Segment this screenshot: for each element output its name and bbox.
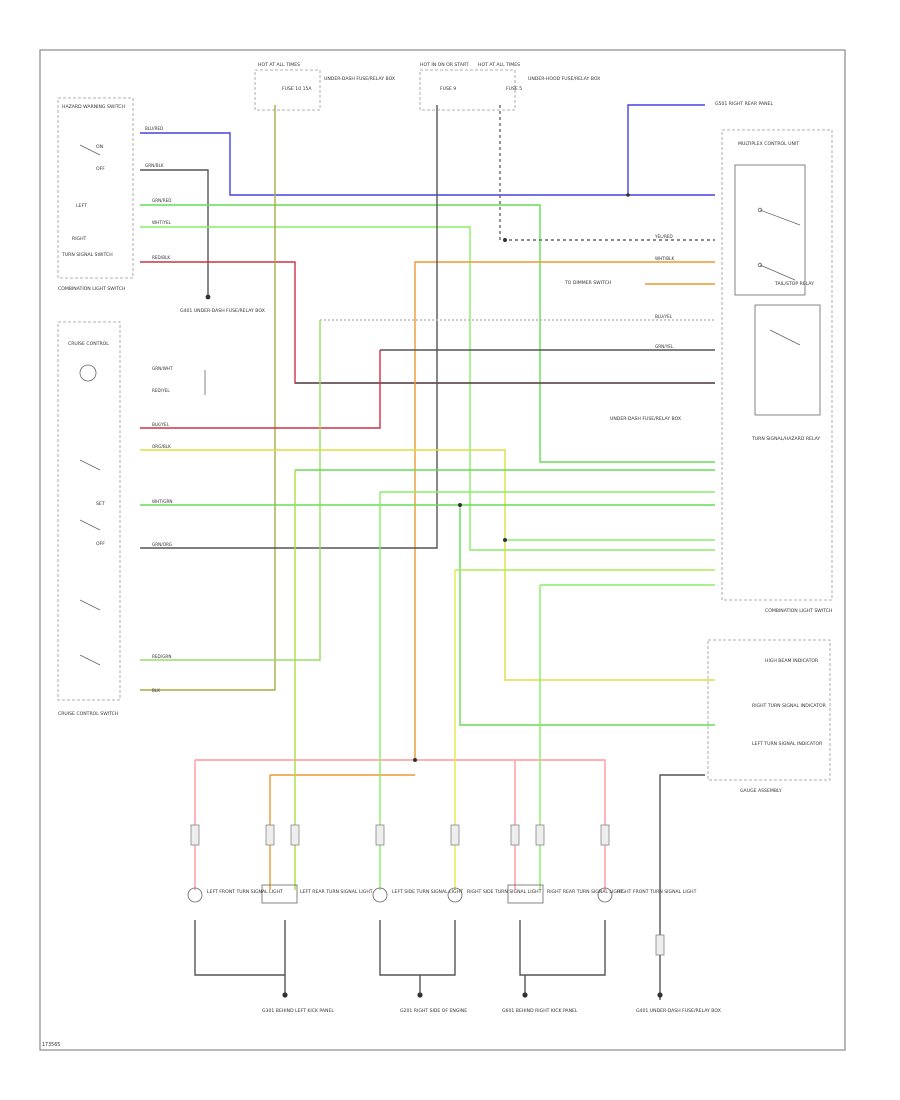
lamp-connectors bbox=[190, 824, 665, 956]
fuse-box-left bbox=[254, 69, 321, 111]
wire-lamp-gnd-e bbox=[519, 920, 606, 976]
gauge-title: GAUGE ASSEMBLY bbox=[740, 788, 782, 794]
wl-red-blk: RED/BLK bbox=[152, 255, 170, 260]
g501: G501 RIGHT REAR PANEL bbox=[715, 101, 773, 107]
wl-wht-grn: WHT/GRN bbox=[152, 499, 173, 504]
fuse-mid-name-a: FUSE 9 bbox=[440, 86, 456, 92]
lower-switch-set: SET bbox=[96, 501, 105, 507]
gauge-row3: LEFT TURN SIGNAL INDICATOR bbox=[752, 741, 823, 747]
mcu-title: MULTIPLEX CONTROL UNIT bbox=[738, 141, 799, 147]
gauge-box bbox=[707, 639, 831, 781]
wl-blu-yel: BLU/YEL bbox=[655, 314, 673, 319]
wl-yel-red: YEL/RED bbox=[654, 234, 673, 239]
wire-gauge-ground bbox=[659, 774, 705, 1000]
lamp3-label: LEFT SIDE TURN SIGNAL LIGHT bbox=[392, 889, 463, 895]
wire-fuse-right bbox=[499, 105, 715, 241]
turn-signal-switch: TURN SIGNAL SWITCH bbox=[61, 252, 113, 258]
lamp1-label: LEFT FRONT TURN SIGNAL LIGHT bbox=[207, 889, 283, 895]
lower-switch-off: OFF bbox=[96, 541, 105, 547]
lamp6-label: RIGHT FRONT TURN SIGNAL LIGHT bbox=[617, 889, 697, 895]
hazard-switch-box bbox=[57, 97, 134, 279]
wire-green-left bbox=[140, 204, 715, 463]
mcu-conn-note: TO DIMMER SWITCH bbox=[564, 280, 611, 286]
wire-orange-1 bbox=[414, 261, 715, 760]
wl-blu-red: BLU/RED bbox=[145, 126, 163, 131]
lamp4-label: RIGHT SIDE TURN SIGNAL LIGHT bbox=[467, 889, 542, 895]
wire-fuse-mid bbox=[140, 105, 438, 549]
diagram-frame bbox=[39, 49, 846, 1051]
wl-grn-blk: GRN/BLK bbox=[145, 163, 164, 168]
wl-org-blk: ORG/BLK bbox=[152, 444, 171, 449]
fuse-left-name: FUSE 10 15A bbox=[282, 86, 312, 92]
wire-color-labels: BLU/RED GRN/BLK GRN/RED WHT/YEL RED/BLK … bbox=[145, 126, 674, 693]
turn-left: LEFT bbox=[76, 203, 87, 209]
lamp5-label: RIGHT REAR TURN SIGNAL LIGHT bbox=[547, 889, 623, 895]
ground2-label: G201 RIGHT SIDE OF ENGINE bbox=[400, 1008, 467, 1014]
hazard-title: HAZARD WARNING SWITCH bbox=[62, 104, 125, 110]
wire-fuse-left bbox=[140, 105, 276, 691]
wire-blue bbox=[140, 104, 705, 196]
wire-lamp-gnd-c bbox=[379, 920, 456, 976]
components bbox=[57, 69, 833, 781]
mcu-box bbox=[721, 129, 833, 601]
lower-switch-title: CRUISE CONTROL bbox=[68, 341, 109, 347]
hazard-on: ON bbox=[96, 144, 103, 150]
combination-lower: COMBINATION LIGHT SWITCH bbox=[765, 608, 832, 614]
footer-code: 173565 bbox=[42, 1042, 60, 1048]
wire-black-mcu-2 bbox=[140, 350, 381, 429]
ground1-label: G301 BEHIND LEFT KICK PANEL bbox=[262, 1008, 334, 1014]
fuse-box-mid bbox=[419, 69, 516, 111]
fuse-mid-hot-b: HOT AT ALL TIMES bbox=[478, 62, 520, 68]
wl-wht-blk: WHT/BLK bbox=[655, 256, 674, 261]
wl-grn-org: GRN/ORG bbox=[152, 542, 172, 547]
wire-yellow bbox=[140, 449, 715, 681]
wire-grey-mcu-4 bbox=[140, 320, 321, 661]
wl-grn-yel: GRN/YEL bbox=[655, 344, 674, 349]
mcu-relays bbox=[734, 164, 821, 416]
text-labels: HOT AT ALL TIMES FUSE 10 15A UNDER-DASH … bbox=[42, 62, 832, 1048]
wire-pink-bus bbox=[195, 759, 606, 890]
wire-green-right bbox=[140, 226, 715, 551]
fuse-mid-desc: UNDER-HOOD FUSE/RELAY BOX bbox=[528, 76, 600, 82]
wire-green-mid4 bbox=[459, 505, 715, 726]
turn-right: RIGHT bbox=[72, 236, 87, 242]
lamp2-label: LEFT REAR TURN SIGNAL LIGHT bbox=[300, 889, 373, 895]
left-switch-contacts bbox=[79, 144, 206, 666]
wire-grn-blk-hazard bbox=[140, 169, 209, 295]
ground4-label: G401 UNDER-DASH FUSE/RELAY BOX bbox=[636, 1008, 721, 1014]
combination-switch: COMBINATION LIGHT SWITCH bbox=[58, 286, 125, 292]
ground3-label: G601 BEHIND RIGHT KICK PANEL bbox=[502, 1008, 578, 1014]
fuse-left-desc: UNDER-DASH FUSE/RELAY BOX bbox=[324, 76, 395, 82]
wire-red-hazard bbox=[140, 261, 715, 384]
wl-grn-wht: GRN/WHT bbox=[152, 366, 173, 371]
fuse-mid-hot-a: HOT IN ON OR START bbox=[420, 62, 469, 68]
lower-switch-box bbox=[57, 321, 121, 701]
mcu-relay1: TAIL/STOP RELAY bbox=[774, 281, 814, 287]
wl-blk: BLK bbox=[152, 688, 160, 693]
wl-wht-yel: WHT/YEL bbox=[152, 220, 171, 225]
fuse-left-hot-label: HOT AT ALL TIMES bbox=[258, 62, 300, 68]
fuse-mid-name-b: FUSE 5 bbox=[506, 86, 522, 92]
hazard-off: OFF bbox=[96, 166, 105, 172]
mcu-relay2: TURN SIGNAL/HAZARD RELAY bbox=[751, 436, 820, 442]
wl-blk-yel: BLK/YEL bbox=[152, 422, 170, 427]
gauge-row2: RIGHT TURN SIGNAL INDICATOR bbox=[752, 703, 827, 709]
wires bbox=[140, 104, 715, 1000]
gauge-row1: HIGH BEAM INDICATOR bbox=[765, 658, 819, 664]
lower-switch-title2: CRUISE CONTROL SWITCH bbox=[58, 711, 118, 717]
mcu-connector: UNDER-DASH FUSE/RELAY BOX bbox=[610, 416, 681, 422]
lamp-bulbs bbox=[187, 884, 613, 904]
wl-red-yel: RED/YEL bbox=[152, 388, 170, 393]
wl-red-grn: RED/GRN bbox=[152, 654, 171, 659]
ground-g401: G401 UNDER-DASH FUSE/RELAY BOX bbox=[180, 308, 265, 314]
wl-grn-red: GRN/RED bbox=[152, 198, 171, 203]
wire-lamp-gnd-a bbox=[194, 920, 286, 995]
connector-dots bbox=[205, 193, 663, 998]
